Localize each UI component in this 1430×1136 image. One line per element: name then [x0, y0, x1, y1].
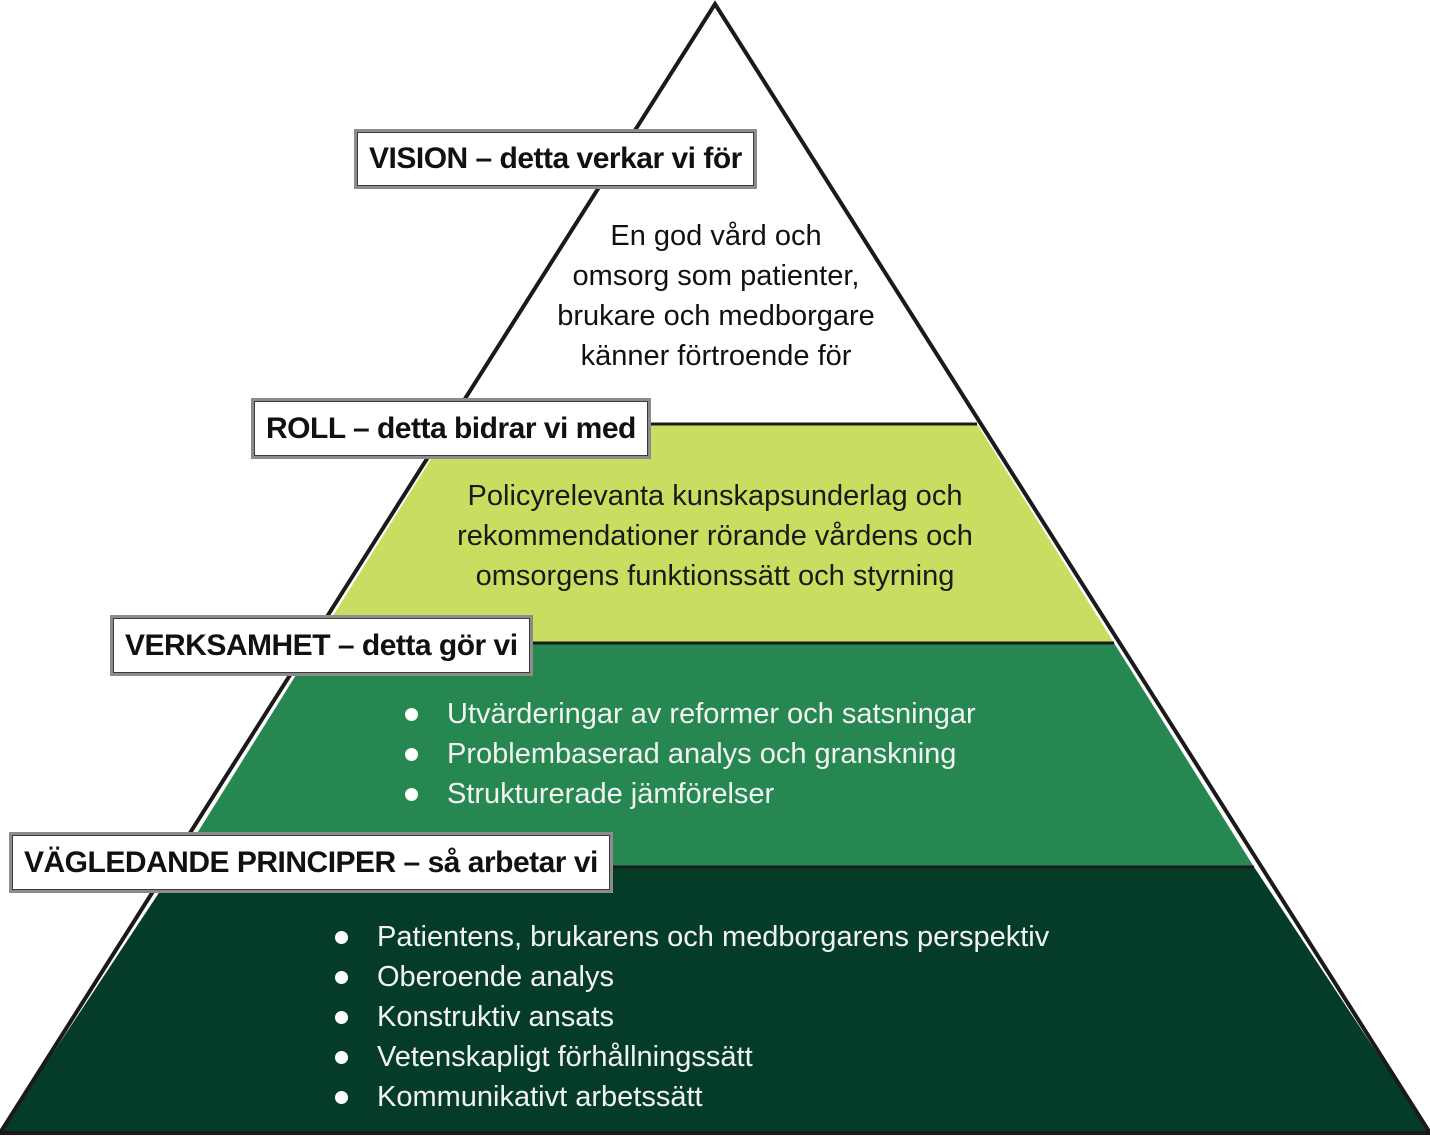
list-item: Utvärderingar av reformer och satsningar — [403, 694, 976, 734]
list-item: Kommunikativt arbetssätt — [333, 1077, 1049, 1117]
vision-line: omsorg som patienter, — [572, 260, 860, 292]
list-item: Vetenskapligt förhållningssätt — [333, 1037, 1049, 1077]
vision-tier — [453, 4, 977, 424]
vision-line: En god vård och — [610, 220, 822, 252]
roll-description: Policyrelevanta kunskapsunderlag och rek… — [395, 476, 1035, 596]
vision-line: brukare och medborgare — [557, 300, 875, 332]
list-item: Strukturerade jämförelser — [403, 774, 976, 814]
principer-list: Patientens, brukarens och medborgarens p… — [333, 917, 1049, 1117]
list-item: Patientens, brukarens och medborgarens p… — [333, 917, 1049, 957]
principer-tier — [0, 867, 1430, 1133]
verksamhet-list: Utvärderingar av reformer och satsningar… — [403, 694, 976, 814]
list-item: Problembaserad analys och granskning — [403, 734, 976, 774]
vision-description: En god vård och omsorg som patienter, br… — [516, 216, 916, 376]
vision-line: känner förtroende för — [580, 340, 852, 372]
list-item: Oberoende analys — [333, 957, 1049, 997]
roll-tier — [316, 424, 1114, 643]
vision-label: VISION – detta verkar vi för — [354, 129, 757, 189]
roll-line: Policyrelevanta kunskapsunderlag och — [467, 480, 963, 512]
verksamhet-label: VERKSAMHET – detta gör vi — [110, 615, 533, 676]
roll-line: omsorgens funktionssätt och styrning — [475, 560, 955, 592]
principer-label: VÄGLEDANDE PRINCIPER – så arbetar vi — [9, 832, 613, 893]
roll-line: rekommendationer rörande vårdens och — [457, 520, 973, 552]
list-item: Konstruktiv ansats — [333, 997, 1049, 1037]
roll-label: ROLL – detta bidrar vi med — [251, 398, 651, 459]
verksamhet-tier — [176, 643, 1254, 867]
